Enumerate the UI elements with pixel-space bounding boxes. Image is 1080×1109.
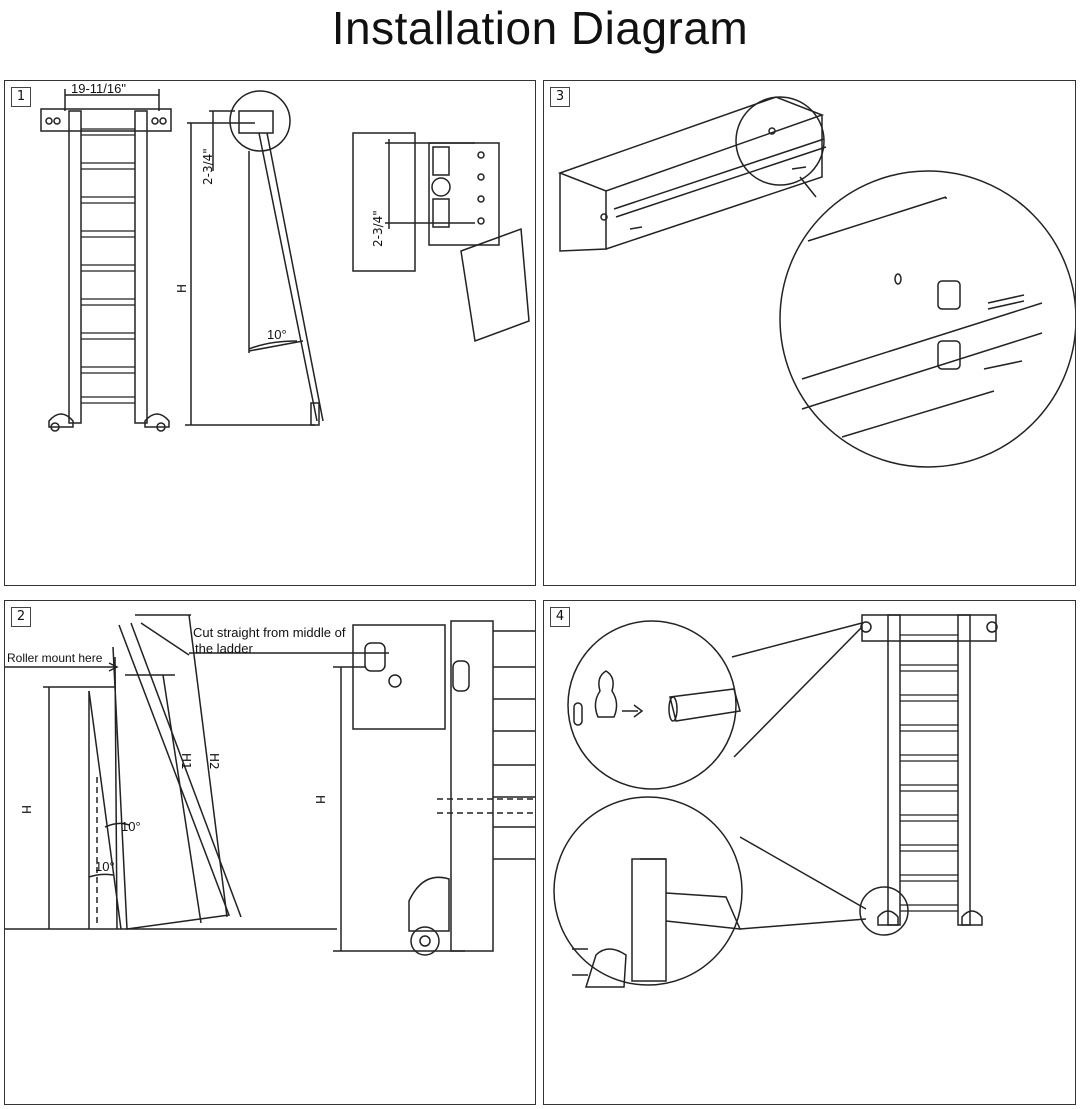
cut-line-label-1: Cut straight from middle of — [193, 625, 346, 640]
cut-line-label-2: the ladder — [195, 641, 253, 656]
page-title: Installation Diagram — [331, 2, 749, 54]
panel-step-4: 4 — [543, 600, 1076, 1105]
step-1-drawing — [40, 89, 530, 432]
roller-mount-label: Roller mount here — [7, 651, 103, 665]
height-detail-label: H — [313, 795, 327, 805]
step-number: 2 — [11, 607, 31, 627]
height-left-label: H — [19, 805, 33, 815]
panel-step-1: 1 19-11/16" 2-3/4" H 10° 2-3/4" — [4, 80, 536, 586]
step-4-drawing — [553, 614, 998, 988]
detail-offset-label: 2-3/4" — [371, 210, 385, 247]
step-number: 1 — [11, 87, 31, 107]
step-number: 4 — [550, 607, 570, 627]
angle-upper-label: 10° — [121, 819, 141, 834]
panel-step-2: 2 Roller mount here Cut straight from mi… — [4, 600, 536, 1105]
width-dimension-label: 19-11/16" — [71, 81, 126, 96]
h1-label: H1 — [179, 753, 193, 770]
angle-lower-label: 10° — [95, 859, 115, 874]
panel-step-3: 3 — [543, 80, 1076, 586]
step-number: 3 — [550, 87, 570, 107]
angle-label: 10° — [267, 327, 287, 342]
step-2-drawing — [5, 614, 535, 956]
height-dimension-label: H — [175, 283, 189, 293]
step-3-drawing — [557, 96, 1075, 468]
offset-dimension-label: 2-3/4" — [201, 148, 215, 185]
h2-label: H2 — [207, 753, 221, 770]
